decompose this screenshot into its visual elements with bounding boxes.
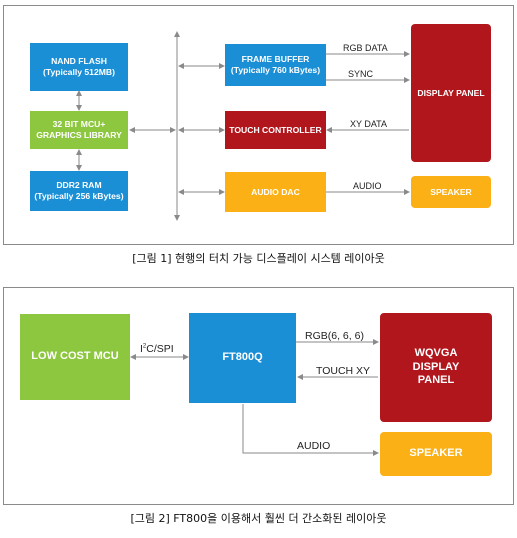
speaker-block-1: SPEAKER (411, 176, 491, 208)
mcu-graphics-block: 32 BIT MCU+ GRAPHICS LIBRARY (30, 111, 128, 149)
label-xy-data: XY DATA (350, 119, 388, 129)
label-rgb-data: RGB DATA (343, 43, 388, 53)
speaker-title-2: SPEAKER (409, 447, 463, 460)
audio-dac-block: AUDIO DAC (225, 172, 326, 212)
ft800q-block: FT800Q (189, 313, 296, 403)
label-audio-1: AUDIO (353, 181, 382, 191)
label-i2c-spi: I2C/SPI (140, 343, 174, 355)
display-panel-block: DISPLAY PANEL (411, 24, 491, 162)
wqvga-display-block: WQVGA DISPLAY PANEL (380, 313, 492, 422)
mcu-title: 32 BIT MCU+ (52, 119, 106, 130)
speaker-title-1: SPEAKER (430, 186, 472, 197)
label-rgb-666: RGB(6, 6, 6) (305, 330, 364, 342)
mcu-subtitle: GRAPHICS LIBRARY (36, 130, 122, 140)
frame-buffer-block: FRAME BUFFER (Typically 760 kBytes) (225, 44, 326, 86)
label-sync: SYNC (348, 69, 374, 79)
nand-flash-block: NAND FLASH (Typically 512MB) (30, 43, 128, 91)
touch-controller-block: TOUCH CONTROLLER (225, 111, 326, 149)
ddr2-subtitle: (Typically 256 kBytes) (34, 191, 124, 201)
wqvga-line2: DISPLAY (412, 360, 460, 373)
ddr2-ram-block: DDR2 RAM (Typically 256 kBytes) (30, 171, 128, 211)
audio-dac-title: AUDIO DAC (251, 186, 300, 197)
frame-buffer-subtitle: (Typically 760 kBytes) (230, 65, 321, 75)
i2c-suffix: C/SPI (146, 343, 174, 355)
nand-flash-title: NAND FLASH (51, 56, 107, 67)
i2c-prefix: I (140, 343, 143, 355)
touch-controller-title: TOUCH CONTROLLER (229, 124, 322, 135)
frame-buffer-title: FRAME BUFFER (241, 54, 310, 65)
wqvga-line1: WQVGA (414, 346, 458, 359)
figure1-caption: [그림 1] 현행의 터치 가능 디스플레이 시스템 레이아웃 (132, 252, 385, 265)
figure2-caption: [그림 2] FT800을 이용해서 훨씬 더 간소화된 레이아웃 (130, 512, 387, 525)
display-panel-title: DISPLAY PANEL (417, 87, 485, 98)
speaker-block-2: SPEAKER (380, 432, 492, 476)
label-audio-2: AUDIO (297, 440, 331, 452)
low-cost-mcu-title: LOW COST MCU (31, 350, 119, 363)
nand-flash-subtitle: (Typically 512MB) (43, 67, 115, 77)
low-cost-mcu-block: LOW COST MCU (20, 314, 130, 400)
wqvga-line3: PANEL (417, 374, 455, 387)
ft800q-title: FT800Q (222, 351, 263, 364)
ddr2-title: DDR2 RAM (56, 180, 102, 191)
label-touch-xy: TOUCH XY (316, 365, 371, 377)
i2c-superscript: 2 (142, 343, 147, 350)
